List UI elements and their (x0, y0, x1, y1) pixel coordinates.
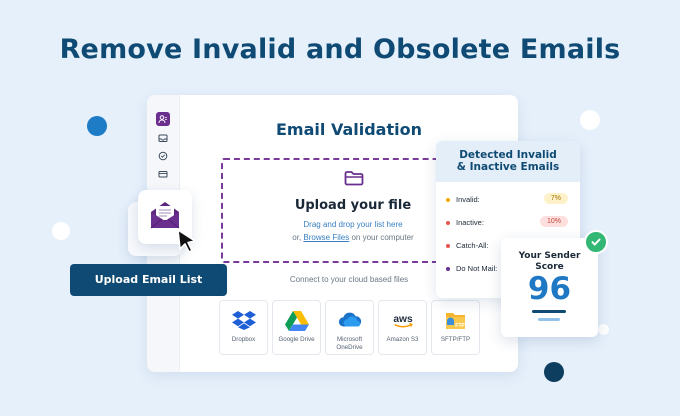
provider-onedrive[interactable]: Microsoft OneDrive (325, 300, 374, 355)
dropzone-title: Upload your file (294, 198, 412, 213)
dropzone-hint: Drag and drop your list here (303, 220, 403, 229)
provider-sftp[interactable]: FTP SFTP/FTP (431, 300, 480, 355)
svg-text:aws: aws (393, 314, 413, 325)
detected-row-catch-all: Catch-All: (446, 241, 489, 250)
cloud-provider-list: Dropbox Google Drive Microsoft OneDrive … (219, 300, 480, 355)
status-dot (446, 197, 450, 202)
detected-row-inactive: Inactive: (446, 218, 484, 227)
status-dot (446, 220, 450, 225)
sender-score-value: 96 (527, 271, 572, 307)
score-underline-accent (538, 318, 560, 321)
inbox-icon[interactable] (156, 131, 170, 145)
checkmark-badge-icon (584, 230, 608, 254)
dropzone-browse-line: or, Browse Files on your computer (223, 233, 483, 242)
row-label: Do Not Mail: (456, 264, 498, 273)
detected-title-line1: Detected Invalid (459, 149, 557, 161)
mouse-cursor-icon (176, 228, 198, 259)
score-label-line1: Your Sender (518, 251, 581, 261)
score-underline (532, 310, 566, 313)
svg-text:FTP: FTP (455, 323, 465, 329)
provider-name: SFTP/FTP (440, 336, 471, 343)
google-drive-icon (284, 309, 310, 331)
browse-suffix: on your computer (351, 233, 414, 242)
score-label-line2: Score (535, 262, 564, 272)
browse-files-link[interactable]: Browse Files (303, 233, 350, 242)
provider-name: Amazon S3 (386, 336, 419, 343)
decor-dot (544, 362, 564, 382)
decor-dot (598, 324, 609, 335)
provider-dropbox[interactable]: Dropbox (219, 300, 268, 355)
app-title: Email Validation (276, 120, 422, 139)
detected-row-invalid: Invalid: (446, 195, 480, 204)
sender-score-label: Your Sender Score (501, 251, 598, 273)
envelope-card (138, 190, 192, 244)
detected-title-line2: & Inactive Emails (456, 161, 560, 173)
status-dot (446, 243, 450, 248)
provider-name: Google Drive (278, 336, 315, 343)
onedrive-icon (337, 309, 363, 331)
dropbox-icon (231, 309, 257, 331)
email-envelope-icon (149, 200, 181, 235)
decor-dot (52, 222, 70, 240)
inactive-percent-badge: 10% (539, 216, 568, 227)
folder-icon (344, 170, 364, 191)
row-label: Inactive: (456, 218, 484, 227)
provider-aws[interactable]: aws Amazon S3 (378, 300, 427, 355)
provider-name: Microsoft OneDrive (336, 336, 363, 351)
detected-row-do-not-mail: Do Not Mail: (446, 264, 497, 273)
row-label: Invalid: (456, 195, 480, 204)
invalid-percent-badge: 7% (543, 193, 568, 204)
decor-dot (87, 116, 107, 136)
row-label: Catch-All: (456, 241, 489, 250)
browse-prefix: or, (292, 233, 302, 242)
page-headline: Remove Invalid and Obsolete Emails (59, 34, 621, 65)
status-dot (446, 266, 450, 271)
sender-score-card: Your Sender Score 96 (501, 238, 598, 337)
aws-icon: aws (390, 309, 416, 331)
sftp-icon: FTP (443, 309, 469, 331)
cloud-connect-label: Connect to your cloud based files (289, 275, 409, 284)
card-icon[interactable] (156, 167, 170, 181)
decor-dot (580, 110, 600, 130)
provider-google-drive[interactable]: Google Drive (272, 300, 321, 355)
check-circle-icon[interactable] (156, 149, 170, 163)
upload-email-list-button[interactable]: Upload Email List (70, 264, 227, 296)
contacts-icon[interactable] (156, 112, 170, 126)
detected-card-header: Detected Invalid & Inactive Emails (436, 141, 580, 182)
provider-name: Dropbox (231, 336, 256, 343)
